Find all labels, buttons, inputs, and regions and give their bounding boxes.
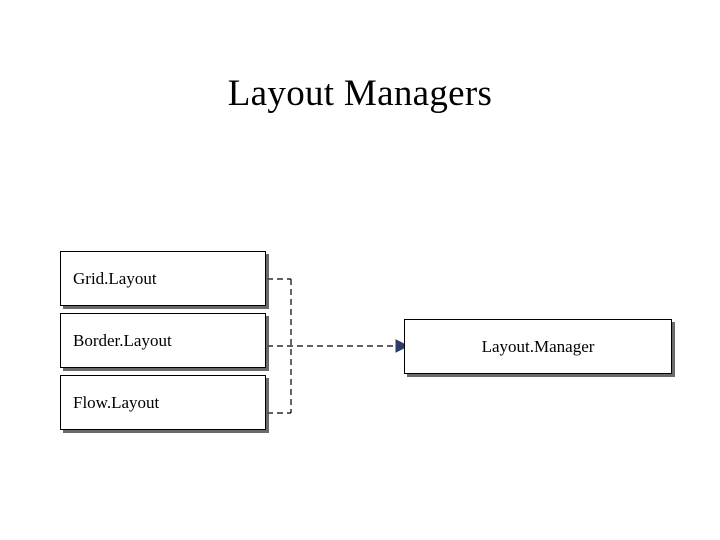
node-flow-layout-label: Flow.Layout: [73, 392, 160, 412]
node-grid-layout[interactable]: Grid.Layout: [60, 251, 266, 306]
node-border-layout[interactable]: Border.Layout: [60, 313, 266, 368]
node-layout-manager[interactable]: Layout.Manager: [404, 319, 672, 374]
node-border-layout-label: Border.Layout: [73, 330, 172, 350]
node-flow-layout[interactable]: Flow.Layout: [60, 375, 266, 430]
node-grid-layout-label: Grid.Layout: [73, 268, 157, 288]
page-title: Layout Managers: [227, 73, 493, 114]
node-layout-manager-label: Layout.Manager: [481, 336, 595, 356]
